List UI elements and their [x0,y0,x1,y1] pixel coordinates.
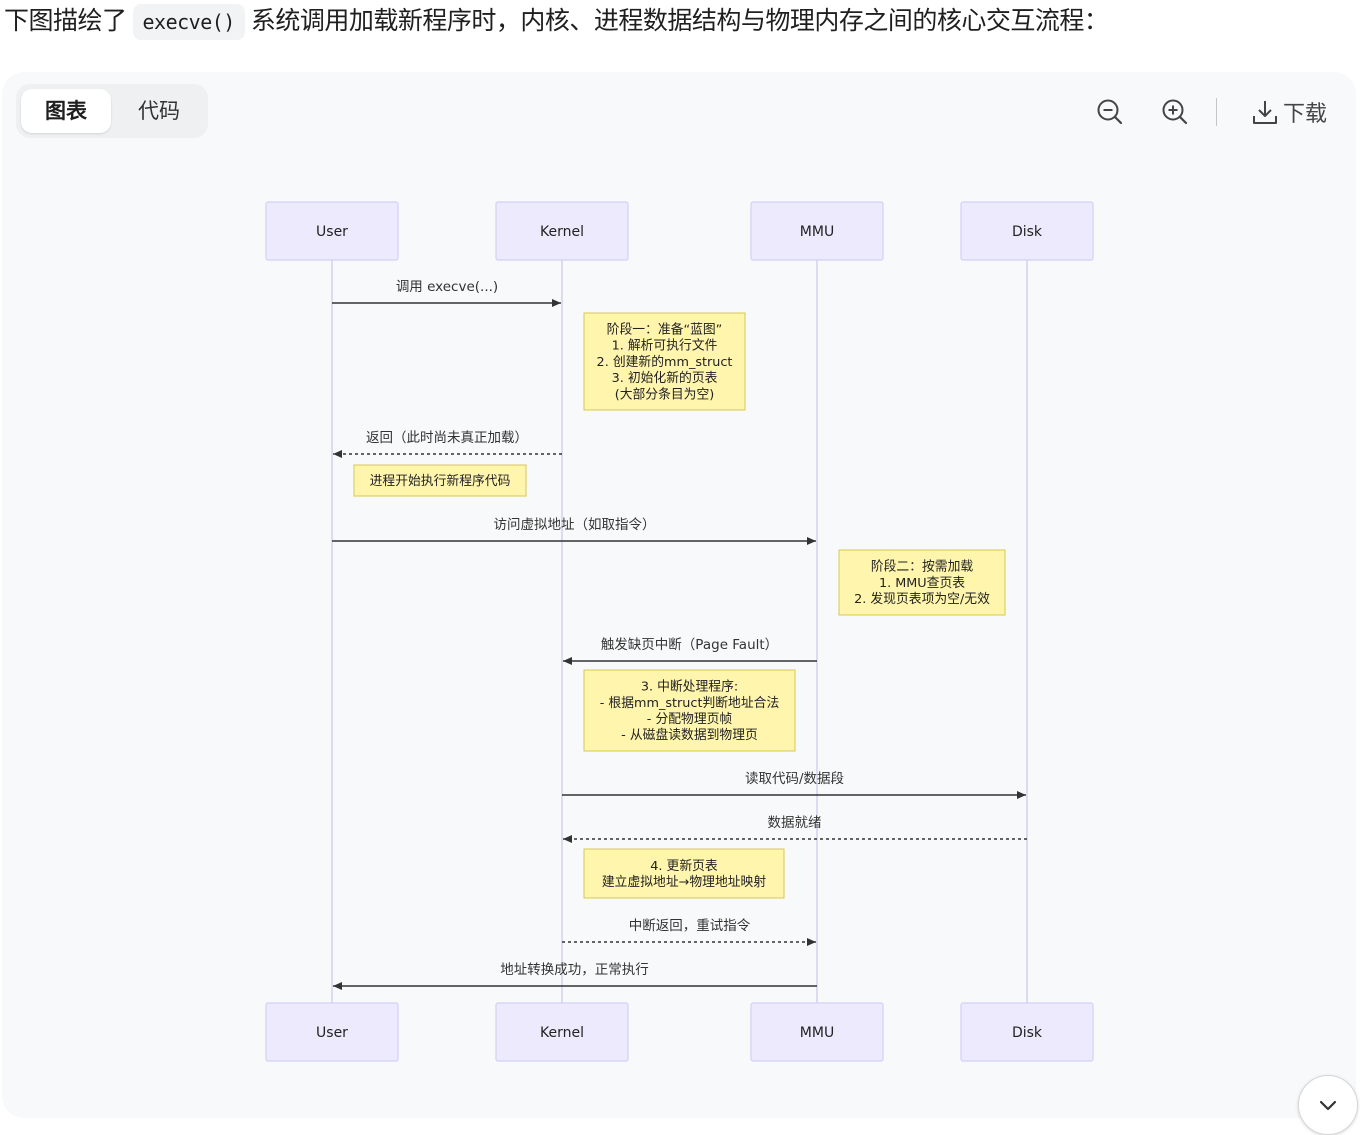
participant-label-user-bottom: User [316,1025,348,1041]
tab-diagram[interactable]: 图表 [21,89,111,133]
download-button[interactable]: 下载 [1244,92,1334,132]
download-label: 下载 [1282,102,1327,127]
note-line: 阶段一：准备“蓝图” [607,323,723,338]
note-line: - 根据mm_struct判断地址合法 [600,696,780,711]
participant-box-disk-top [960,201,1094,261]
participant-box-kernel-top [495,201,629,261]
participant-label-user-top: User [316,224,348,240]
inline-code: execve() [132,4,245,40]
participant-label-kernel-bottom: Kernel [540,1025,584,1041]
zoom-out-icon [1097,99,1123,125]
note-box-1 [583,312,746,411]
zoom-in-button[interactable] [1157,92,1193,132]
zoom-in-icon [1162,99,1188,125]
participant-label-mmu-bottom: MMU [800,1025,834,1041]
intro-before: 下图描绘了 [4,6,127,35]
note-box-3 [838,549,1006,616]
message-label-4: 触发缺页中断（Page Fault） [601,637,778,653]
note-box-5 [583,848,785,899]
message-label-1: 调用 execve(...) [396,279,498,295]
participant-box-disk-bottom [960,1002,1094,1062]
note-line: 建立虚拟地址→物理地址映射 [602,874,766,890]
intro-after: 系统调用加载新程序时，内核、进程数据结构与物理内存之间的核心交互流程： [250,6,1109,35]
note-line: - 分配物理页帧 [647,712,733,727]
participant-box-mmu-top [750,201,884,261]
participant-label-disk-bottom: Disk [1012,1025,1043,1041]
message-label-8: 地址转换成功，正常执行 [500,962,649,978]
participant-box-mmu-bottom [750,1002,884,1062]
chevron-down-icon [1319,1100,1337,1111]
participant-box-kernel-bottom [495,1002,629,1062]
diagram-panel: 图表 代码 下载 [2,72,1356,1118]
message-label-7: 中断返回，重试指令 [629,918,751,934]
view-tabs: 图表 代码 [16,84,208,138]
message-label-5: 读取代码/数据段 [745,771,844,787]
note-box-2 [353,464,527,497]
message-label-2: 返回（此时尚未真正加载） [366,430,528,446]
note-line: 1. 解析可执行文件 [612,339,718,354]
note-line: 阶段二：按需加载 [871,560,974,575]
note-box-4 [583,669,796,752]
message-label-3: 访问虚拟地址（如取指令） [494,517,656,533]
scroll-down-button[interactable] [1298,1075,1358,1135]
participant-label-disk-top: Disk [1012,224,1043,240]
note-line: (大部分条目为空) [615,386,715,402]
toolbar-separator [1216,98,1217,126]
note-line: - 从磁盘读数据到物理页 [621,727,758,743]
participant-box-user-top [265,201,399,261]
note-line: 2. 发现页表项为空/无效 [854,591,990,607]
zoom-out-button[interactable] [1092,92,1128,132]
download-icon [1252,101,1277,124]
note-line: 进程开始执行新程序代码 [370,473,511,489]
note-line: 1. MMU查页表 [879,576,965,591]
participant-label-mmu-top: MMU [800,224,834,240]
note-line: 3. 中断处理程序: [641,680,738,695]
tab-code[interactable]: 代码 [138,99,180,123]
participant-box-user-bottom [265,1002,399,1062]
note-line: 3. 初始化新的页表 [612,370,718,386]
note-line: 2. 创建新的mm_struct [597,354,733,370]
note-line: 4. 更新页表 [650,858,718,874]
participant-label-kernel-top: Kernel [540,224,584,240]
message-label-6: 数据就绪 [768,815,822,831]
